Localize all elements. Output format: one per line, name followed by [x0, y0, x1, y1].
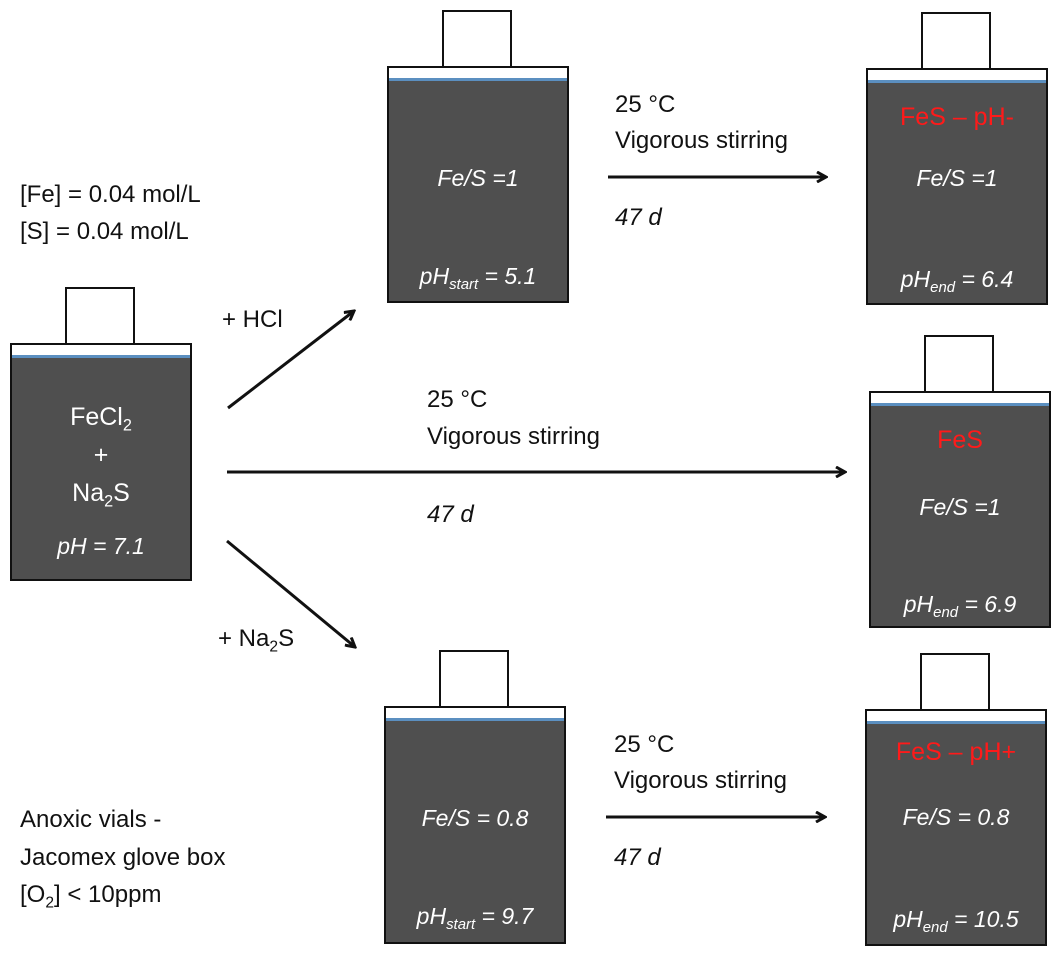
neutral-stirring: Vigorous stirring	[427, 423, 600, 450]
vial-cap	[920, 653, 990, 711]
ph-start: pHstart = 5.1	[419, 263, 537, 294]
start-ph: pH = 7.1	[57, 533, 145, 559]
fe-s-ratio: Fe/S =1	[916, 165, 998, 191]
vial-body: Fe/S =1 pHstart = 5.1	[387, 66, 569, 303]
vial-body: FeCl2 + Na2S pH = 7.1	[10, 343, 192, 581]
reagent-na2s: Na2S	[72, 479, 130, 511]
vial-cap	[439, 650, 509, 708]
vial-neutral-end: FeS Fe/S =1 pHend = 6.9	[869, 335, 1051, 628]
acid-duration: 47 d	[615, 204, 662, 231]
vial-body: FeS – pH+ Fe/S = 0.8 pHend = 10.5	[865, 709, 1047, 946]
ph-end: pHend = 10.5	[893, 906, 1019, 937]
s-concentration: [S] = 0.04 mol/L	[20, 218, 189, 245]
vial-body: Fe/S = 0.8 pHstart = 9.7	[384, 706, 566, 944]
vial-headspace	[12, 345, 190, 358]
fe-s-ratio: Fe/S =1	[437, 165, 519, 191]
neutral-duration: 47 d	[427, 501, 474, 528]
fe-concentration: [Fe] = 0.04 mol/L	[20, 181, 201, 208]
ph-start: pHstart = 9.7	[416, 903, 534, 934]
base-temperature: 25 °C	[614, 731, 675, 758]
note-glove-box: Jacomex glove box	[20, 844, 226, 871]
note-anoxic: Anoxic vials -	[20, 806, 162, 833]
reagent-plus: +	[93, 441, 109, 469]
base-stirring: Vigorous stirring	[614, 767, 787, 794]
acid-addition-label: + HCl	[222, 306, 283, 333]
vial-start: FeCl2 + Na2S pH = 7.1	[10, 287, 192, 581]
vial-cap	[921, 12, 991, 70]
vial-acid-end: FeS – pH- Fe/S =1 pHend = 6.4	[866, 12, 1048, 305]
acid-temperature: 25 °C	[615, 91, 676, 118]
acid-stirring: Vigorous stirring	[615, 127, 788, 154]
vial-headspace	[871, 393, 1049, 406]
vial-headspace	[867, 711, 1045, 724]
product-name: FeS	[937, 426, 983, 454]
vial-base-end: FeS – pH+ Fe/S = 0.8 pHend = 10.5	[865, 653, 1047, 946]
fe-s-ratio: Fe/S = 0.8	[902, 804, 1010, 830]
ph-end: pHend = 6.9	[903, 591, 1017, 622]
vial-body: FeS – pH- Fe/S =1 pHend = 6.4	[866, 68, 1048, 305]
vial-acid-start: Fe/S =1 pHstart = 5.1	[387, 10, 569, 303]
vial-cap	[924, 335, 994, 393]
fe-s-ratio: Fe/S =1	[919, 494, 1001, 520]
vial-headspace	[389, 68, 567, 81]
arrow-acid-branch	[227, 311, 354, 410]
vial-headspace	[868, 70, 1046, 83]
vial-base-start: Fe/S = 0.8 pHstart = 9.7	[384, 650, 566, 944]
vial-cap	[65, 287, 135, 345]
vial-headspace	[386, 708, 564, 721]
neutral-temperature: 25 °C	[427, 386, 488, 413]
product-name: FeS – pH-	[900, 103, 1014, 131]
vial-body: FeS Fe/S =1 pHend = 6.9	[869, 391, 1051, 628]
note-oxygen-level: [O2] < 10ppm	[20, 881, 162, 912]
ph-end: pHend = 6.4	[900, 266, 1014, 297]
base-duration: 47 d	[614, 844, 661, 871]
product-name: FeS – pH+	[895, 738, 1017, 766]
reagent-fecl2: FeCl2	[70, 403, 132, 435]
fe-s-ratio: Fe/S = 0.8	[421, 805, 529, 831]
base-addition-label: + Na2S	[218, 625, 295, 656]
arrow-base-branch	[226, 539, 355, 647]
vial-cap	[442, 10, 512, 68]
